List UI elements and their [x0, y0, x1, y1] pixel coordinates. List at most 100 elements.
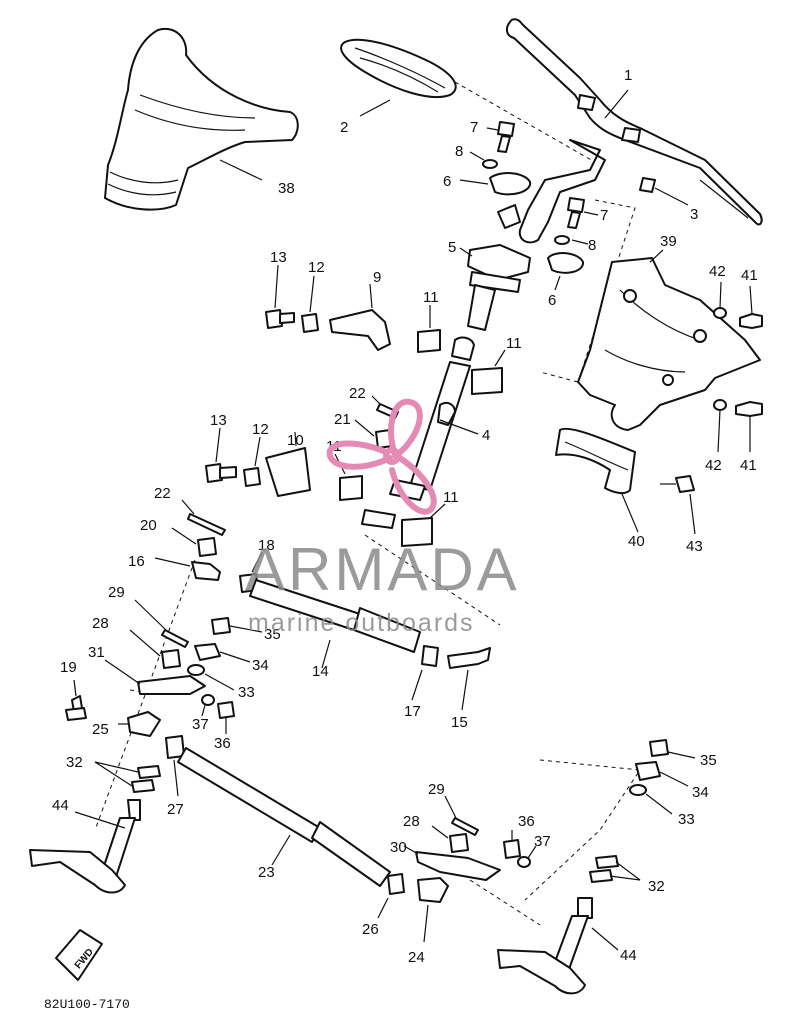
column-bracket-5	[459, 244, 531, 293]
pin-22-lower	[181, 499, 226, 536]
callout-43: 43	[686, 538, 703, 555]
nut-12-upper	[301, 275, 319, 333]
washer-42-upper	[713, 281, 727, 319]
callout-11-a: 11	[423, 289, 439, 306]
bushing-11-b	[471, 349, 506, 395]
fwd-tag: FWD	[55, 929, 103, 981]
bushing-11-a	[417, 305, 441, 353]
callout-2: 2	[340, 119, 348, 136]
callout-23: 23	[258, 864, 275, 881]
watermark-tagline: marine outboards	[248, 609, 475, 637]
callout-12-lower: 12	[252, 421, 269, 438]
mount-bracket-39	[577, 249, 761, 431]
ball-joint-24	[417, 877, 449, 943]
bolt-3	[639, 177, 689, 206]
callout-labels: 1 2 3 4 5 6 6 7 7 8 8 9 10 11 11 11 11 1…	[52, 67, 758, 966]
callout-32-right: 32	[648, 878, 665, 895]
callout-28-left: 28	[92, 615, 109, 632]
bolt-36-right	[503, 830, 521, 859]
bolt-19	[65, 679, 87, 721]
clamp-6-right	[547, 252, 584, 291]
callout-14: 14	[312, 663, 329, 680]
tiller-arm-44-left	[29, 799, 141, 894]
washer-42-lower	[713, 399, 727, 453]
plate-35-left	[211, 617, 263, 635]
bolt-41-upper	[739, 285, 763, 329]
callout-41-upper: 41	[741, 267, 758, 284]
callout-29-right: 29	[428, 781, 445, 798]
bolt-36-left	[217, 701, 235, 734]
bushing-11-c	[334, 453, 363, 501]
callout-3: 3	[690, 206, 698, 223]
callout-24: 24	[408, 949, 425, 966]
callout-26: 26	[362, 921, 379, 938]
callout-8-right: 8	[588, 237, 596, 254]
callout-30: 30	[390, 839, 407, 856]
watermark-brand: ARMADA	[245, 536, 520, 603]
bolt-13-lower	[205, 427, 237, 483]
callout-27: 27	[167, 801, 184, 818]
plate-35-right	[649, 739, 696, 759]
callout-6-upper: 6	[443, 173, 451, 190]
nut-17	[411, 645, 439, 701]
callout-7-right: 7	[600, 207, 608, 224]
callout-9: 9	[373, 269, 381, 286]
callout-36-left: 36	[214, 735, 231, 752]
callout-33-left: 33	[238, 684, 255, 701]
callout-12-upper: 12	[308, 259, 325, 276]
tiller-arm-44-right	[497, 897, 619, 995]
clamp-6-upper	[459, 172, 532, 196]
washer-37-right	[517, 845, 537, 868]
clip-34-right	[635, 761, 689, 787]
callout-10: 10	[287, 432, 304, 449]
pins-32-left	[94, 761, 161, 793]
callout-11-b: 11	[506, 335, 522, 352]
callout-42-upper: 42	[709, 263, 726, 280]
rod-23	[177, 747, 391, 887]
callout-41-lower: 41	[740, 457, 757, 474]
washer-33-left	[187, 664, 235, 691]
nut-28-right	[431, 825, 469, 853]
callout-44-left: 44	[52, 797, 69, 814]
arm-30	[403, 845, 501, 881]
pin-29-right	[444, 795, 479, 836]
callout-40: 40	[628, 533, 645, 550]
washer-8-right	[554, 235, 589, 245]
rod-14	[249, 579, 421, 669]
nut-26	[377, 873, 405, 919]
callout-13-upper: 13	[270, 249, 287, 266]
ball-joint-16	[154, 557, 221, 581]
handlebar-1	[497, 18, 763, 244]
callout-8-upper: 8	[455, 143, 463, 160]
nut-20	[171, 527, 217, 557]
callout-38: 38	[278, 180, 295, 197]
bracket-10	[265, 431, 311, 497]
ball-joint-25	[118, 711, 161, 737]
steering-boot-38	[104, 27, 299, 211]
bushing-11-d	[401, 503, 446, 547]
pins-32-right	[589, 855, 641, 883]
washer-33-right	[629, 784, 673, 815]
callout-34-right: 34	[692, 784, 709, 801]
callout-39: 39	[660, 233, 677, 250]
callout-35-right: 35	[700, 752, 717, 769]
callout-11-d: 11	[443, 489, 459, 506]
nut-28-left	[129, 629, 181, 669]
clip-34-left	[194, 643, 251, 663]
diagram-code: 82U100-7170	[44, 997, 130, 1012]
bracket-9	[329, 283, 391, 351]
callout-29-left: 29	[108, 584, 125, 601]
callout-17: 17	[404, 703, 421, 720]
nut-27	[165, 735, 185, 797]
steering-cap-2	[340, 38, 457, 117]
callout-5: 5	[448, 239, 456, 256]
cover-40	[555, 427, 639, 533]
screw-43	[660, 475, 696, 535]
callout-13-lower: 13	[210, 412, 227, 429]
callout-31: 31	[88, 644, 105, 661]
callout-36-right: 36	[518, 813, 535, 830]
callout-19: 19	[60, 659, 77, 676]
callout-32-left: 32	[66, 754, 83, 771]
callout-18: 18	[258, 537, 275, 554]
